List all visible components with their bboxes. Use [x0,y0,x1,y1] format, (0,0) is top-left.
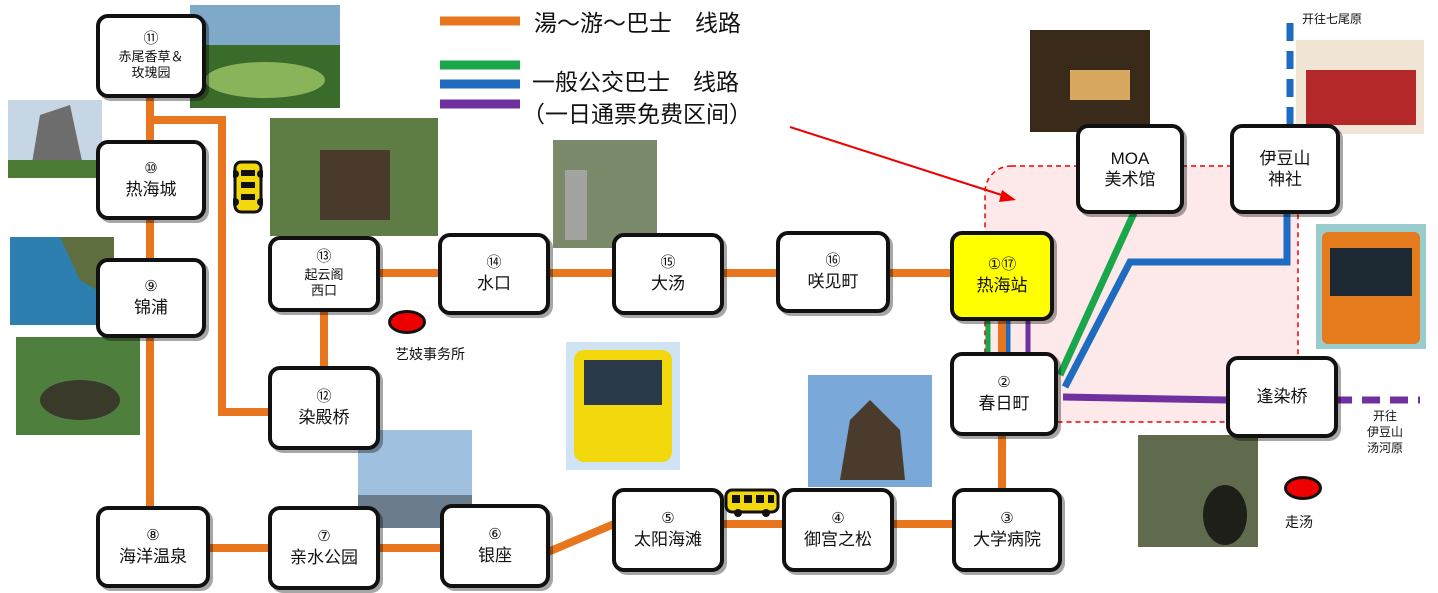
stop-15-oyu[interactable]: ⑮ 大汤 [612,233,724,315]
stop-name-line2: 美术馆 [1104,170,1156,189]
stop-name-line2: 玫瑰园 [131,65,171,81]
stop-3-university-hospital[interactable]: ③ 大学病院 [952,488,1062,572]
stop-name: 染殿桥 [298,407,350,427]
stop-number: ⑩ [144,160,158,177]
stop-number: ③ [1000,510,1014,527]
stop-name: MOA [1110,148,1150,168]
annotation-arrowhead [999,190,1016,202]
to-nanaohara-label: 开往七尾原 [1302,12,1363,26]
stop-name: 银座 [478,545,512,565]
stop-number: ⑤ [661,510,675,527]
stop-name: 咲见町 [807,271,859,291]
annotation-arrow [789,126,1009,198]
stop-6-ginza[interactable]: ⑥ 银座 [440,504,550,588]
stop-12-somedono-bridge[interactable]: ⑫ 染殿桥 [268,366,380,450]
stop-14-minakuchi[interactable]: ⑭ 水口 [438,233,550,315]
route-11-12 [150,116,268,416]
stop-number: ⑯ [825,252,841,269]
hashiriyu-marker [1284,476,1322,500]
stop-name: 热海站 [976,275,1028,295]
stop-4-omiya-pine[interactable]: ④ 御宫之松 [782,488,894,572]
legend-general-note: （一日通票免费区间） [522,101,752,127]
stop-name: 大学病院 [973,529,1041,549]
stop-10-atami-castle[interactable]: ⑩ 热海城 [96,140,206,220]
stop-number: ⑥ [488,526,502,543]
stop-izusan-shrine[interactable]: 伊豆山 神社 [1230,124,1340,214]
geisha-office-label: 艺妓事务所 [395,346,465,362]
stop-name: 大汤 [651,273,685,293]
stop-number: ⑫ [316,388,332,405]
stop-aizome-bridge[interactable]: 逢染桥 [1226,356,1338,438]
to-yugawara-label: 开往 伊豆山 汤河原 [1360,408,1410,457]
stop-number: ⑮ [660,254,676,271]
legend-general-label: 一般公交巴士 线路 [532,69,739,95]
to-label-2: 伊豆山 [1366,425,1403,440]
blue-route [1061,210,1291,389]
hashiriyu-label: 走汤 [1285,514,1313,530]
stop-13-kiunkaku-west[interactable]: ⑬ 起云阁 西口 [268,236,380,312]
stop-name: 水口 [477,273,511,293]
stop-9-nishikigaura[interactable]: ⑨ 锦浦 [96,258,206,338]
stop-number: ①⑰ [987,256,1017,273]
stop-7-shinsui-park[interactable]: ⑦ 亲水公园 [268,506,380,590]
stop-number: ⑦ [317,528,331,545]
stop-name: 赤尾香草＆ [118,49,184,65]
stop-name: 逢染桥 [1256,387,1308,407]
stop-number: ⑭ [486,254,502,271]
stop-name: 锦浦 [134,297,168,317]
stop-name: 热海城 [125,179,177,199]
geisha-office-marker [388,310,426,334]
bus-icon-horizontal [724,488,780,523]
stop-name-line2: 西口 [310,283,337,299]
bus-icon-vertical [231,160,265,219]
stop-1-atami-station[interactable]: ①⑰ 热海站 [950,231,1054,321]
purple-route [1062,393,1227,404]
stop-2-kasugacho[interactable]: ② 春日町 [950,352,1058,436]
stop-number: ⑨ [144,278,158,295]
stop-11-akao-herb-garden[interactable]: ⑪ 赤尾香草＆ 玫瑰园 [96,14,206,98]
stop-name: 春日町 [978,393,1030,413]
stop-8-marine-spa[interactable]: ⑧ 海洋温泉 [96,506,210,588]
stop-name: 伊豆山 [1259,148,1311,168]
route-5-6 [546,520,616,556]
stop-name-line2: 神社 [1268,170,1302,189]
stop-name: 起云阁 [304,267,344,283]
stop-name: 太阳海滩 [634,529,702,549]
stop-5-sun-beach[interactable]: ⑤ 太阳海滩 [612,488,724,572]
green-route [1056,211,1138,377]
stop-number: ② [997,374,1011,391]
stop-number: ⑧ [146,527,160,544]
stop-name: 御宫之松 [804,529,872,549]
stop-number: ④ [831,510,845,527]
to-label-1: 开往 [1372,409,1397,423]
to-label-3: 汤河原 [1366,441,1403,456]
stop-name: 海洋温泉 [119,546,187,566]
stop-name: 亲水公园 [290,547,358,567]
stop-number: ⑪ [143,30,159,48]
stop-moa-museum[interactable]: MOA 美术馆 [1076,124,1184,214]
stop-number: ⑬ [316,248,332,266]
photos [8,5,1426,547]
stop-16-sakimicho[interactable]: ⑯ 咲见町 [776,231,890,313]
legend-yuyu-label: 湯～游～巴士 线路 [534,10,741,36]
